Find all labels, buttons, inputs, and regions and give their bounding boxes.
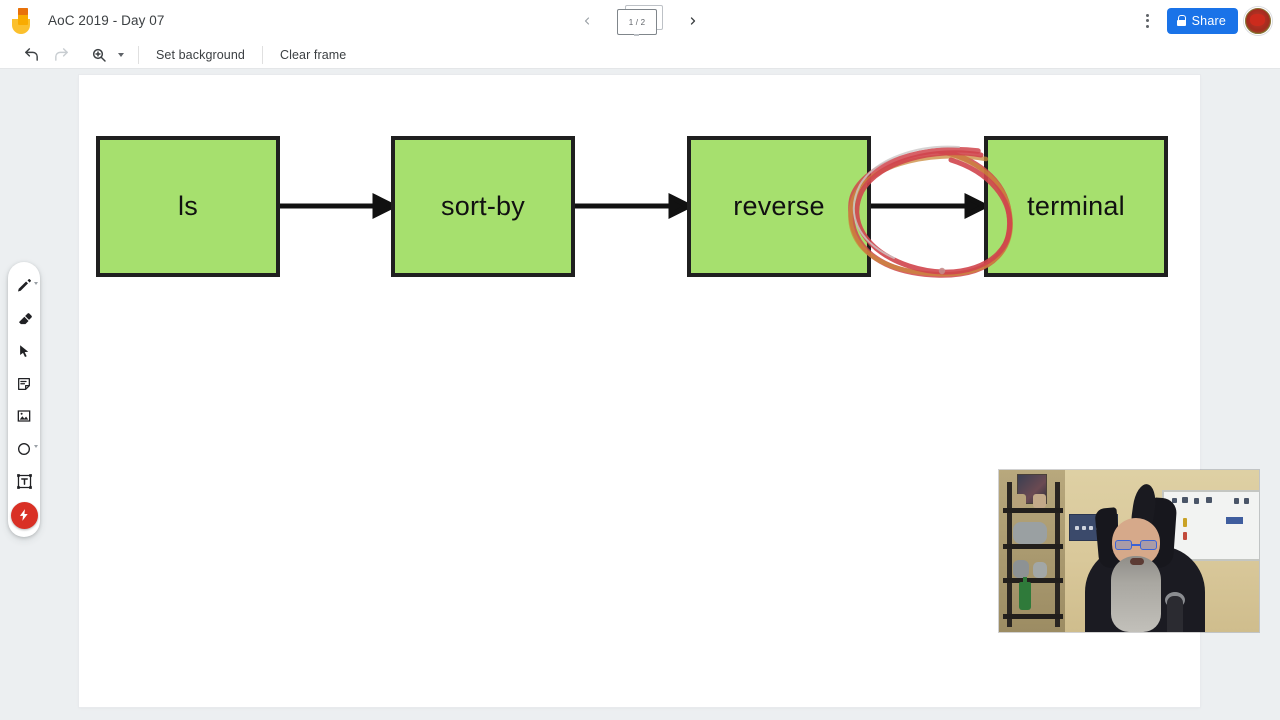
shape-tool[interactable] — [8, 433, 40, 466]
more-vertical-icon[interactable] — [1135, 6, 1161, 36]
jam-canvas[interactable]: ls sort-by reverse terminal — [79, 75, 1200, 707]
undo-icon[interactable] — [16, 43, 46, 67]
jamboard-logo-icon[interactable] — [0, 0, 46, 41]
toolbar-divider — [261, 45, 263, 64]
lock-icon — [1176, 15, 1187, 26]
eraser-icon — [18, 313, 32, 325]
shape-options-chevron-down-icon[interactable] — [34, 444, 38, 448]
left-tool-panel — [8, 262, 40, 537]
zoom-search-icon[interactable] — [84, 43, 114, 67]
set-background-button[interactable]: Set background — [149, 45, 252, 65]
glasses-icon — [1115, 540, 1157, 550]
diagram-node-sort-by[interactable]: sort-by — [391, 136, 575, 277]
node-label: sort-by — [441, 191, 525, 221]
sticky-note-icon — [18, 377, 30, 390]
image-icon — [17, 410, 31, 422]
pen-icon — [18, 279, 31, 292]
page-title[interactable]: AoC 2019 - Day 07 — [48, 13, 165, 28]
cursor-arrow-icon — [19, 345, 28, 357]
chevron-right-icon[interactable] — [681, 9, 705, 33]
pen-options-chevron-down-icon[interactable] — [34, 282, 38, 285]
laser-tool[interactable] — [10, 501, 38, 529]
image-tool[interactable] — [8, 400, 40, 433]
frame-counter-label: 1 / 2 — [628, 17, 646, 27]
redo-icon[interactable] — [46, 43, 76, 67]
secondary-toolbar: Set background Clear frame — [0, 41, 1280, 69]
pen-tool[interactable] — [8, 270, 40, 303]
text-box-tool[interactable] — [8, 465, 40, 498]
laser-bolt-icon — [19, 509, 28, 521]
avatar[interactable] — [1244, 6, 1272, 35]
circle-shape-icon — [18, 442, 30, 455]
whiteboard — [1162, 490, 1259, 561]
frame-navigation: 1 / 2 — [0, 0, 1280, 41]
clear-frame-button[interactable]: Clear frame — [273, 45, 353, 65]
share-button[interactable]: Share — [1166, 7, 1238, 34]
chevron-left-icon[interactable] — [575, 9, 599, 33]
green-bottle — [1019, 582, 1031, 610]
presenter-beard — [1111, 556, 1161, 632]
top-bar-actions: Share — [1135, 0, 1272, 41]
microphone — [1167, 596, 1183, 632]
select-tool[interactable] — [8, 335, 40, 368]
eraser-tool[interactable] — [8, 303, 40, 336]
diagram-node-terminal[interactable]: terminal — [984, 136, 1168, 277]
share-button-label: Share — [1191, 13, 1226, 28]
sticky-note-tool[interactable] — [8, 368, 40, 401]
presenter-webcam-overlay[interactable] — [999, 470, 1259, 632]
toolbar-divider — [138, 45, 139, 64]
frame-counter[interactable]: 1 / 2 — [617, 5, 663, 36]
node-label: ls — [178, 191, 198, 221]
top-app-bar: AoC 2019 - Day 07 1 / 2 — [0, 0, 1280, 41]
text-box-icon — [16, 473, 32, 489]
shelf-unit — [1003, 482, 1065, 627]
diagram-node-ls[interactable]: ls — [96, 136, 280, 277]
node-label: terminal — [1027, 191, 1125, 221]
zoom-dropdown-chevron-down-icon[interactable] — [114, 43, 128, 67]
diagram-node-reverse[interactable]: reverse — [687, 136, 871, 277]
node-label: reverse — [733, 191, 825, 221]
